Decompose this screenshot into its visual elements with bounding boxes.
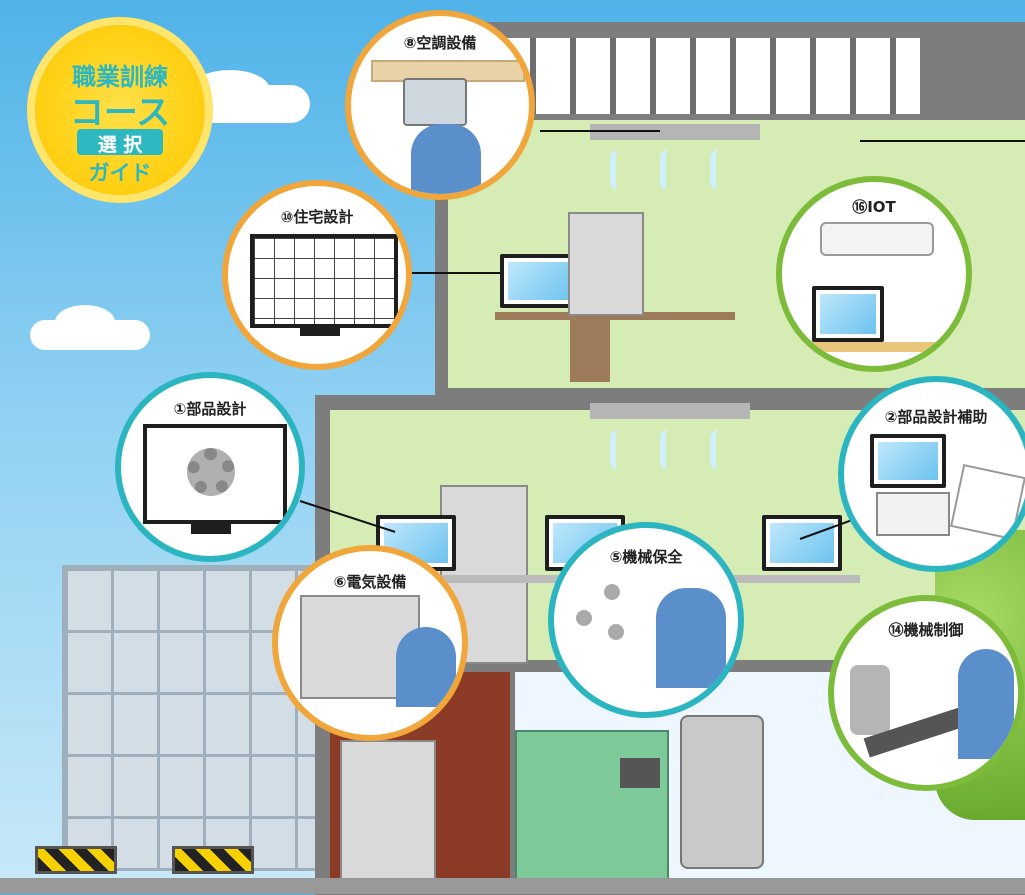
book-icon (876, 492, 950, 536)
badge-line4: ガイド (88, 161, 152, 185)
screw-icon (608, 624, 624, 640)
control-panel (620, 758, 660, 788)
course-guide-badge: 職業訓練 コース 選 択 ガイド (35, 25, 205, 195)
bubble-house-design[interactable]: ⑩住宅設計 (222, 180, 412, 370)
robot-arm-icon (850, 665, 890, 735)
screw-icon (576, 610, 592, 626)
document-icon (950, 464, 1025, 540)
bubble-label: ⑩住宅設計 (280, 208, 354, 226)
monitor (500, 254, 580, 308)
badge-line3: 選 択 (97, 134, 143, 156)
bubble-label: ⑭機械制御 (888, 621, 964, 639)
airflow (660, 430, 676, 470)
badge-line2: コース (69, 93, 171, 133)
airflow (610, 430, 626, 470)
construction-barrier (172, 846, 254, 874)
worker-icon (958, 649, 1014, 759)
desk-drawers (570, 320, 610, 382)
worker-icon (411, 124, 481, 194)
airflow (610, 150, 626, 190)
bubble-machine-maintenance[interactable]: ⑤機械保全 (548, 522, 744, 718)
monitor (762, 515, 842, 571)
duct (590, 124, 760, 140)
bubble-air-conditioning[interactable]: ⑧空調設備 (345, 10, 535, 200)
monitor-icon (250, 234, 398, 328)
monitor-icon (812, 286, 884, 342)
connector-line (405, 272, 500, 274)
connector-line (860, 140, 1025, 142)
bubble-label: ⑥電気設備 (333, 573, 407, 591)
airflow (710, 150, 726, 190)
bubble-label: ⑤機械保全 (609, 548, 683, 566)
desk (802, 342, 952, 352)
monitor-icon (870, 434, 946, 488)
screw-icon (604, 584, 620, 600)
duct (590, 403, 750, 419)
worker-icon (396, 627, 456, 707)
electrical-cabinet (340, 740, 436, 884)
air-conditioner-icon (820, 222, 934, 256)
gear-icon (187, 448, 235, 496)
monitor-stand (191, 524, 231, 534)
bubble-iot[interactable]: ⑯IOT (776, 176, 972, 372)
bubble-label: ②部品設計補助 (884, 408, 988, 426)
milling-machine (515, 730, 669, 884)
cloud (55, 305, 115, 339)
fan-icon (403, 78, 467, 126)
construction-barrier (35, 846, 117, 874)
bubble-label: ⑧空調設備 (403, 34, 477, 52)
bubble-electrical[interactable]: ⑥電気設備 (272, 545, 468, 741)
desk (495, 312, 735, 320)
bubble-parts-design[interactable]: ①部品設計 (115, 372, 305, 562)
bubble-machine-control[interactable]: ⑭機械制御 (828, 595, 1024, 791)
bubble-parts-design-assist[interactable]: ②部品設計補助 (838, 376, 1025, 572)
badge-line1: 職業訓練 (72, 63, 168, 91)
connector-line (540, 130, 660, 132)
badge-line3-bg (77, 129, 163, 155)
airflow (710, 430, 726, 470)
monitor-stand (300, 326, 340, 336)
worker-icon (656, 588, 726, 688)
ground (0, 878, 1025, 894)
cabinet (568, 212, 644, 316)
bubble-label: ⑯IOT (852, 198, 896, 216)
robot-icon (680, 715, 764, 869)
airflow (660, 150, 676, 190)
bubble-label: ①部品設計 (173, 400, 247, 418)
